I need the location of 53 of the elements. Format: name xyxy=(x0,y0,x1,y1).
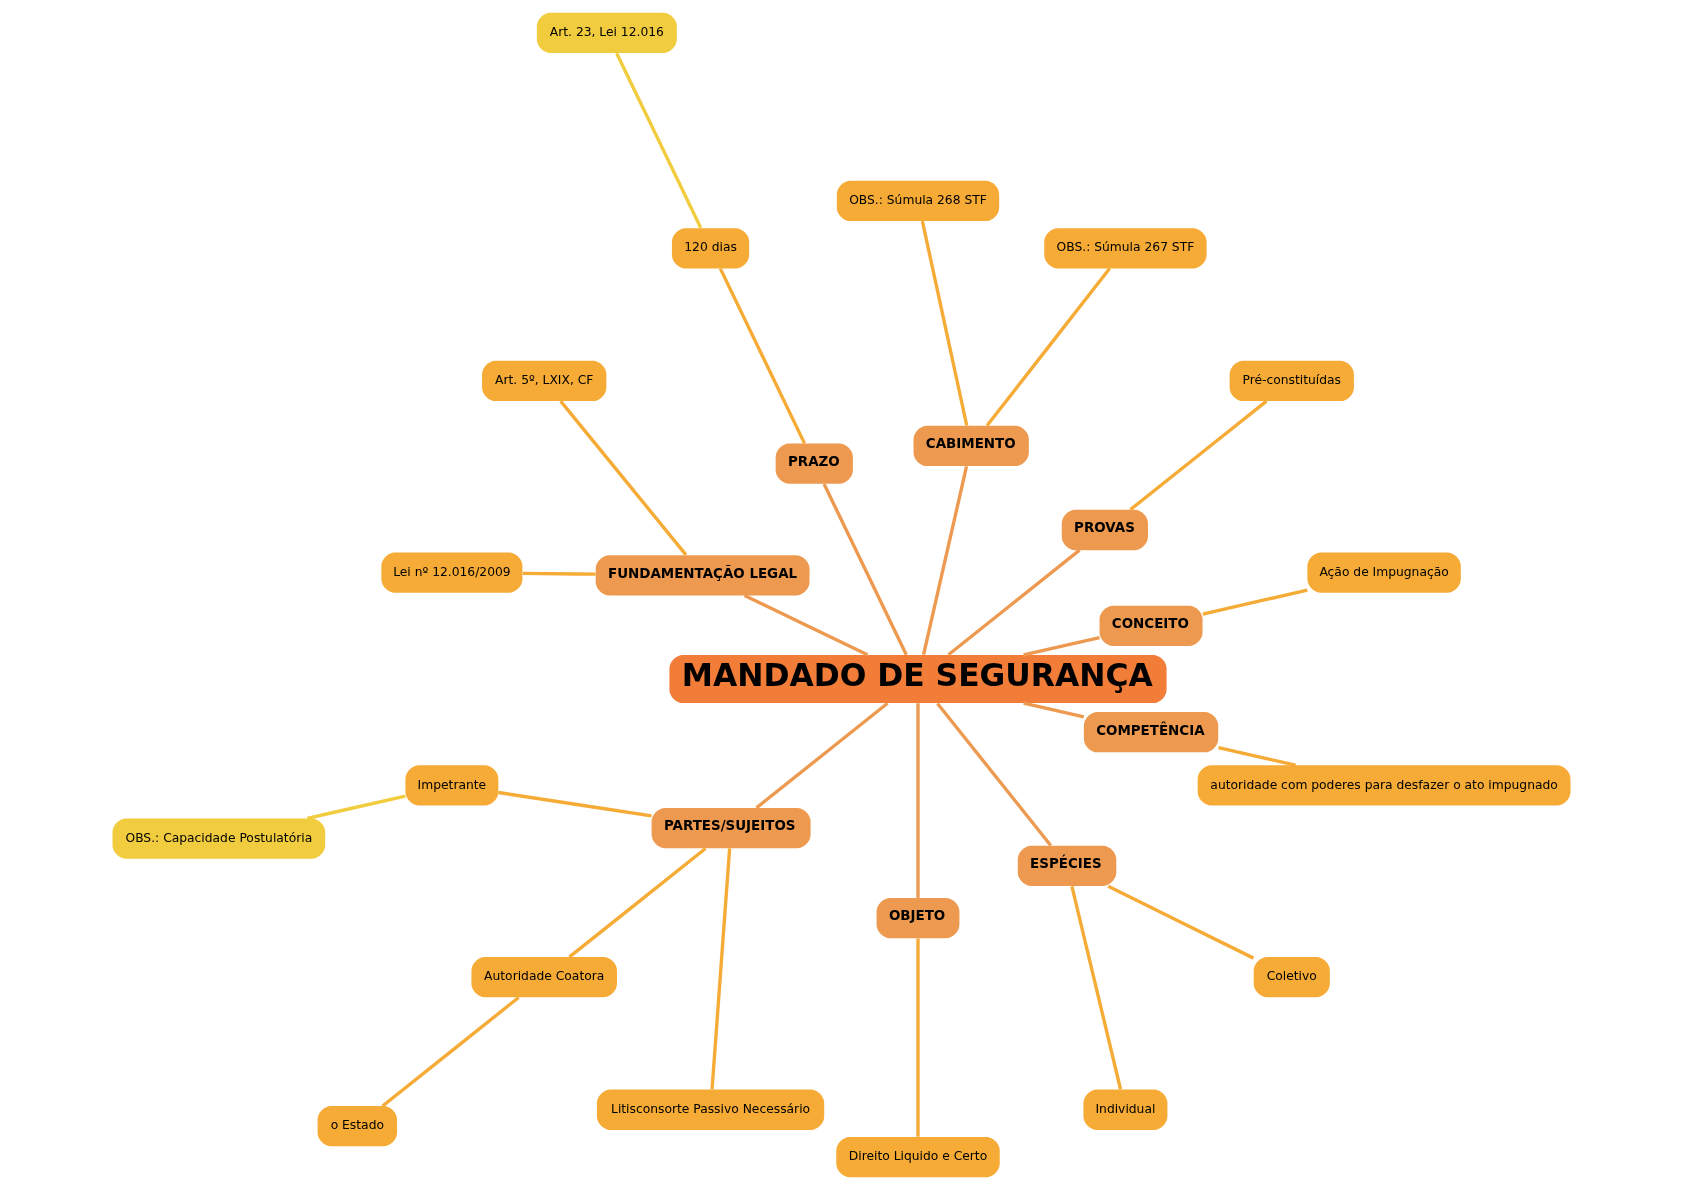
node-box: Direito Liquido e Certo xyxy=(835,1136,1000,1178)
node-box: 120 dias xyxy=(671,228,749,269)
connector xyxy=(614,52,702,229)
node-box: CABIMENTO xyxy=(913,425,1029,467)
node-box: OBS.: Súmula 267 STF xyxy=(1043,228,1207,269)
node-box: MANDADO DE SEGURANÇA xyxy=(668,654,1167,704)
connector xyxy=(709,848,731,1090)
node-box: Art. 5º, LXIX, CF xyxy=(481,360,606,402)
connector xyxy=(522,571,596,576)
connector xyxy=(1022,701,1084,719)
connector xyxy=(567,847,707,959)
connector xyxy=(718,267,806,445)
node-box: OBS.: Súmula 268 STF xyxy=(836,180,999,222)
connector xyxy=(1201,588,1308,616)
connector xyxy=(946,548,1081,657)
connector xyxy=(1069,885,1122,1090)
node-box: Lei nº 12.016/2009 xyxy=(380,552,522,593)
node-box: PARTES/SUJEITOS xyxy=(651,807,811,849)
connector xyxy=(497,790,652,818)
connector xyxy=(754,701,889,810)
node-box: Autoridade Coatora xyxy=(470,956,617,998)
node-box: PROVAS xyxy=(1061,509,1148,551)
node-box: Ação de Impugnação xyxy=(1306,552,1461,593)
connector xyxy=(935,702,1052,847)
node-box: Litisconsorte Passivo Necessário xyxy=(596,1089,824,1130)
connector xyxy=(1107,884,1254,960)
connector xyxy=(381,996,520,1108)
connector xyxy=(822,483,908,656)
connector xyxy=(1128,399,1268,511)
node-box: Pré-constituídas xyxy=(1229,360,1354,402)
node-box: COMPETÊNCIA xyxy=(1083,712,1218,753)
node-box: Individual xyxy=(1082,1089,1167,1130)
node-box: o Estado xyxy=(317,1106,397,1147)
node-box: Art. 23, Lei 12.016 xyxy=(536,12,677,54)
node-box: OBS.: Capacidade Postulatória xyxy=(112,818,325,859)
connector xyxy=(743,593,868,657)
connector xyxy=(915,938,920,1137)
connector xyxy=(306,794,406,821)
connector xyxy=(921,466,968,655)
node-box: autoridade com poderes para desfazer o ato impugnado xyxy=(1197,765,1570,806)
node-box: Coletivo xyxy=(1253,956,1330,998)
node-box: CONCEITO xyxy=(1099,605,1203,646)
node-box: ESPÉCIES xyxy=(1017,845,1116,887)
node-box: PRAZO xyxy=(775,443,853,484)
connector xyxy=(915,703,920,898)
node-box: Impetrante xyxy=(404,765,498,806)
connector xyxy=(1217,745,1296,767)
connector xyxy=(920,220,968,426)
node-box: OBJETO xyxy=(876,897,959,939)
connector xyxy=(558,400,687,556)
node-box: FUNDAMENTAÇÃO LEGAL xyxy=(595,555,810,596)
connector xyxy=(1022,635,1100,657)
connector xyxy=(985,267,1111,427)
